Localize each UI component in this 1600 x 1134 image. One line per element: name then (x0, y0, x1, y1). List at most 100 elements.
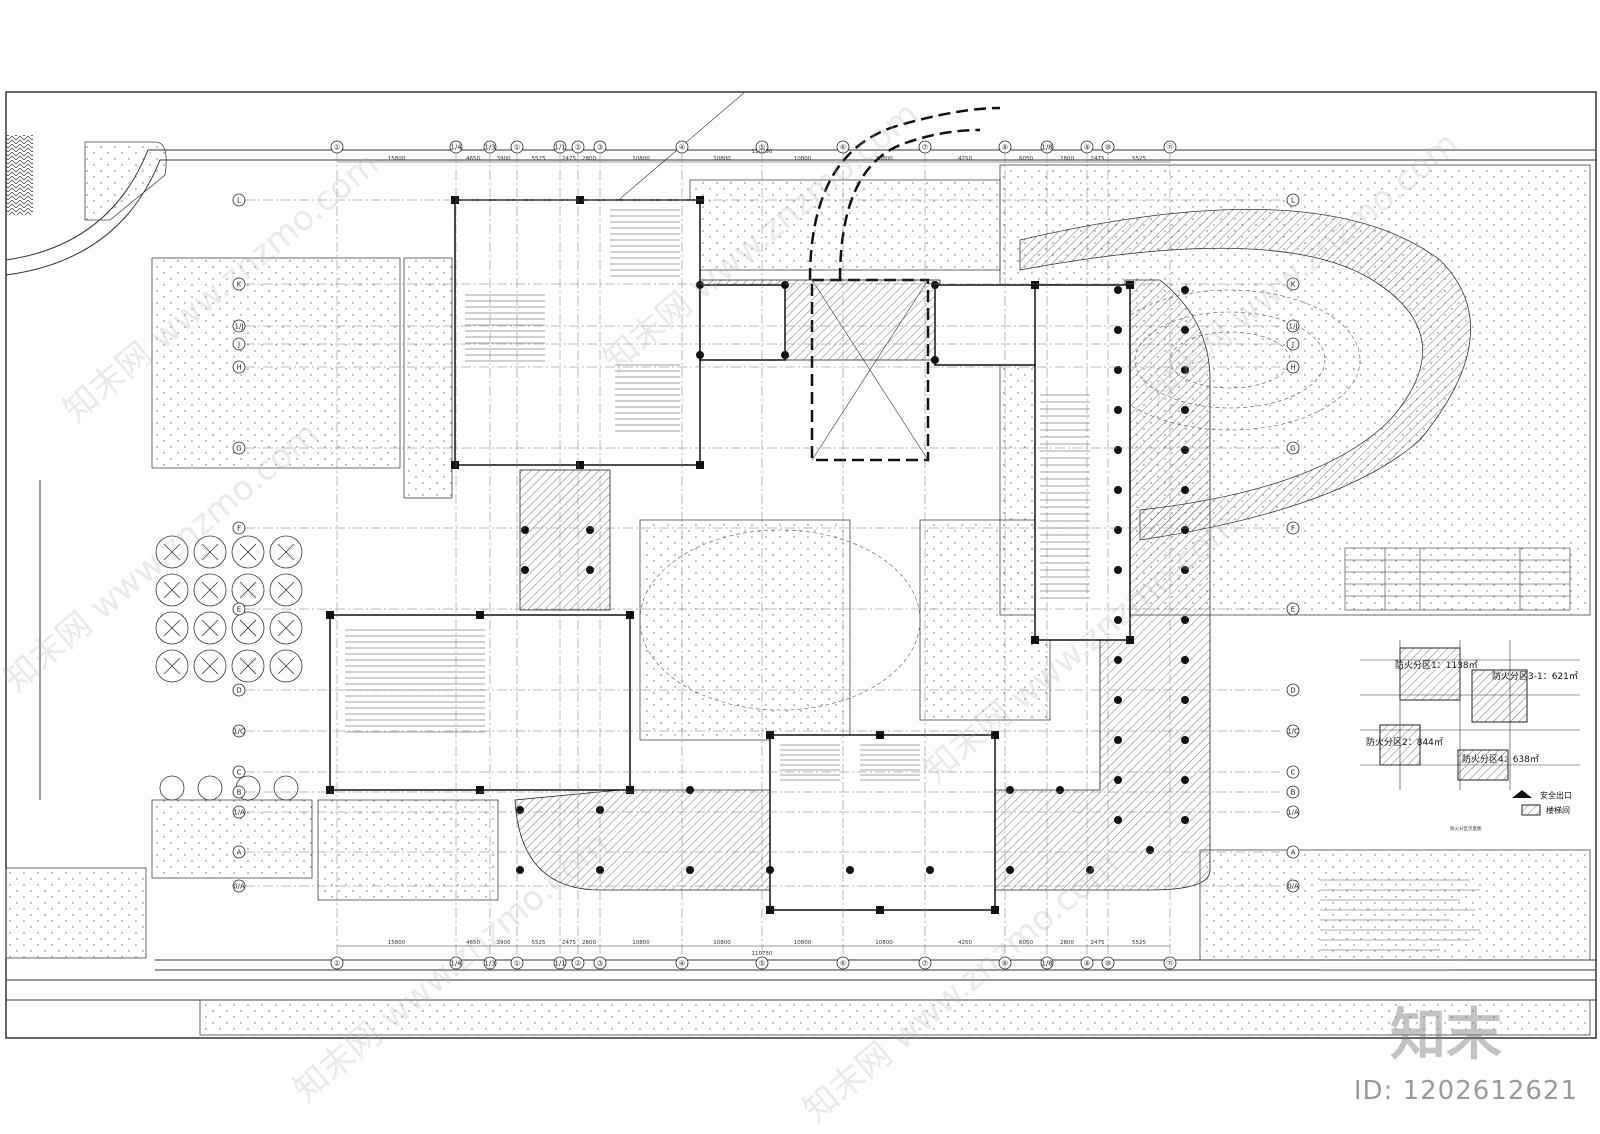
axis-label-top: 1/1 (554, 144, 565, 152)
dimension-total-top: 110750 (752, 149, 773, 155)
axis-label-left: G (236, 445, 241, 453)
column-square (476, 786, 484, 794)
column-square (876, 731, 884, 739)
tree-symbol (193, 649, 227, 683)
column-marker (1181, 816, 1189, 824)
column-marker (931, 356, 939, 364)
column-marker (1114, 406, 1122, 414)
column-marker (686, 866, 694, 874)
axis-bubble (1286, 785, 1300, 799)
dimension-top: 2800 (582, 156, 596, 162)
axis-label-bottom: 1/4 (450, 960, 462, 968)
axis-label-right: F (1291, 525, 1295, 533)
tree-grid (155, 535, 303, 801)
axis-bubble (1286, 319, 1300, 333)
dimension-bottom: 15800 (388, 940, 406, 946)
axis-bubble (510, 956, 524, 970)
stair-legend-swatch (1521, 804, 1541, 816)
column-marker (1114, 446, 1122, 454)
axis-label-top: 1/8 (1041, 144, 1052, 152)
column-marker (766, 866, 774, 874)
column-marker (521, 566, 529, 574)
dimension-total-bottom: 110750 (752, 951, 773, 957)
column-square (696, 461, 704, 469)
axis-label-bottom: ② (575, 960, 581, 968)
column-square (1126, 636, 1134, 644)
axis-bubble (449, 956, 463, 970)
axis-label-left: C (237, 769, 242, 777)
dimension-bottom: 5525 (1132, 940, 1146, 946)
axis-label-bottom: ⑨ (1084, 960, 1090, 968)
column-marker (781, 281, 789, 289)
axis-bubble (232, 602, 246, 616)
axis-bubble (483, 140, 497, 154)
axis-label-top: ⑪ (1167, 144, 1174, 152)
axis-label-top: ⑤ (759, 144, 765, 152)
axis-bubble (675, 956, 689, 970)
tree-symbol (231, 573, 265, 607)
tree-symbol (269, 611, 303, 645)
column-square (476, 611, 484, 619)
tree-symbol (159, 775, 185, 801)
column-marker (1181, 326, 1189, 334)
axis-bubble (1101, 140, 1115, 154)
axis-bubble (1163, 140, 1177, 154)
axis-label-left: D (236, 687, 241, 695)
axis-bubble (553, 956, 567, 970)
building-north-link (699, 284, 786, 361)
axis-bubble (232, 785, 246, 799)
column-square (576, 461, 584, 469)
column-marker (1006, 866, 1014, 874)
axis-label-left: A (237, 849, 242, 857)
column-square (1126, 281, 1134, 289)
axis-bubble (1040, 956, 1054, 970)
axis-label-top: 1/4 (450, 144, 462, 152)
axis-bubble (232, 193, 246, 207)
axis-label-left: 1/J (235, 323, 244, 331)
column-marker (846, 866, 854, 874)
axis-label-right: K (1291, 281, 1296, 289)
column-square (626, 786, 634, 794)
axis-bubble (1286, 724, 1300, 738)
fire-zone-4-label: 防火分区4：638㎡ (1462, 753, 1539, 765)
notes-block (1320, 879, 1480, 981)
axis-label-bottom: 1/8 (1041, 960, 1052, 968)
dimension-bottom: 10800 (632, 940, 650, 946)
column-marker (1181, 486, 1189, 494)
axis-bubble (330, 956, 344, 970)
dimension-bottom: 4250 (958, 940, 972, 946)
tree-symbol (155, 573, 189, 607)
axis-label-right: 0/A (1287, 883, 1299, 891)
axis-label-top: ③ (597, 144, 603, 152)
tree-symbol (193, 611, 227, 645)
axis-label-top: ① (334, 144, 340, 152)
fire-zone-1-label: 防火分区1：1138㎡ (1395, 659, 1478, 671)
column-marker (1114, 616, 1122, 624)
axis-label-bottom: 1/1 (554, 960, 565, 968)
dimension-top: 2800 (1060, 156, 1074, 162)
axis-label-bottom: ⑦ (922, 960, 928, 968)
axis-label-top: ⑨ (1084, 144, 1090, 152)
column-marker (1114, 566, 1122, 574)
fire-zone-diagram-title: 防火分区示意图 (1450, 825, 1482, 832)
axis-bubble (232, 277, 246, 291)
axis-label-right: H (1290, 364, 1295, 372)
axis-bubble (232, 805, 246, 819)
axis-bubble (1286, 602, 1300, 616)
axis-bubble (232, 765, 246, 779)
tree-symbol (155, 611, 189, 645)
axis-bubble (232, 683, 246, 697)
axis-bubble (1286, 805, 1300, 819)
axis-bubble (510, 140, 524, 154)
tree-symbol (231, 611, 265, 645)
column-marker (1181, 286, 1189, 294)
axis-bubble (755, 956, 769, 970)
column-marker (516, 866, 524, 874)
seat-rows (345, 209, 1090, 781)
axis-bubble (449, 140, 463, 154)
axis-bubble (1286, 277, 1300, 291)
column-marker (1056, 786, 1064, 794)
watermark-id: ID: 1202612621 (1353, 1076, 1578, 1106)
dimension-strings: 1580015800465046503900390055255525247524… (337, 149, 1170, 957)
